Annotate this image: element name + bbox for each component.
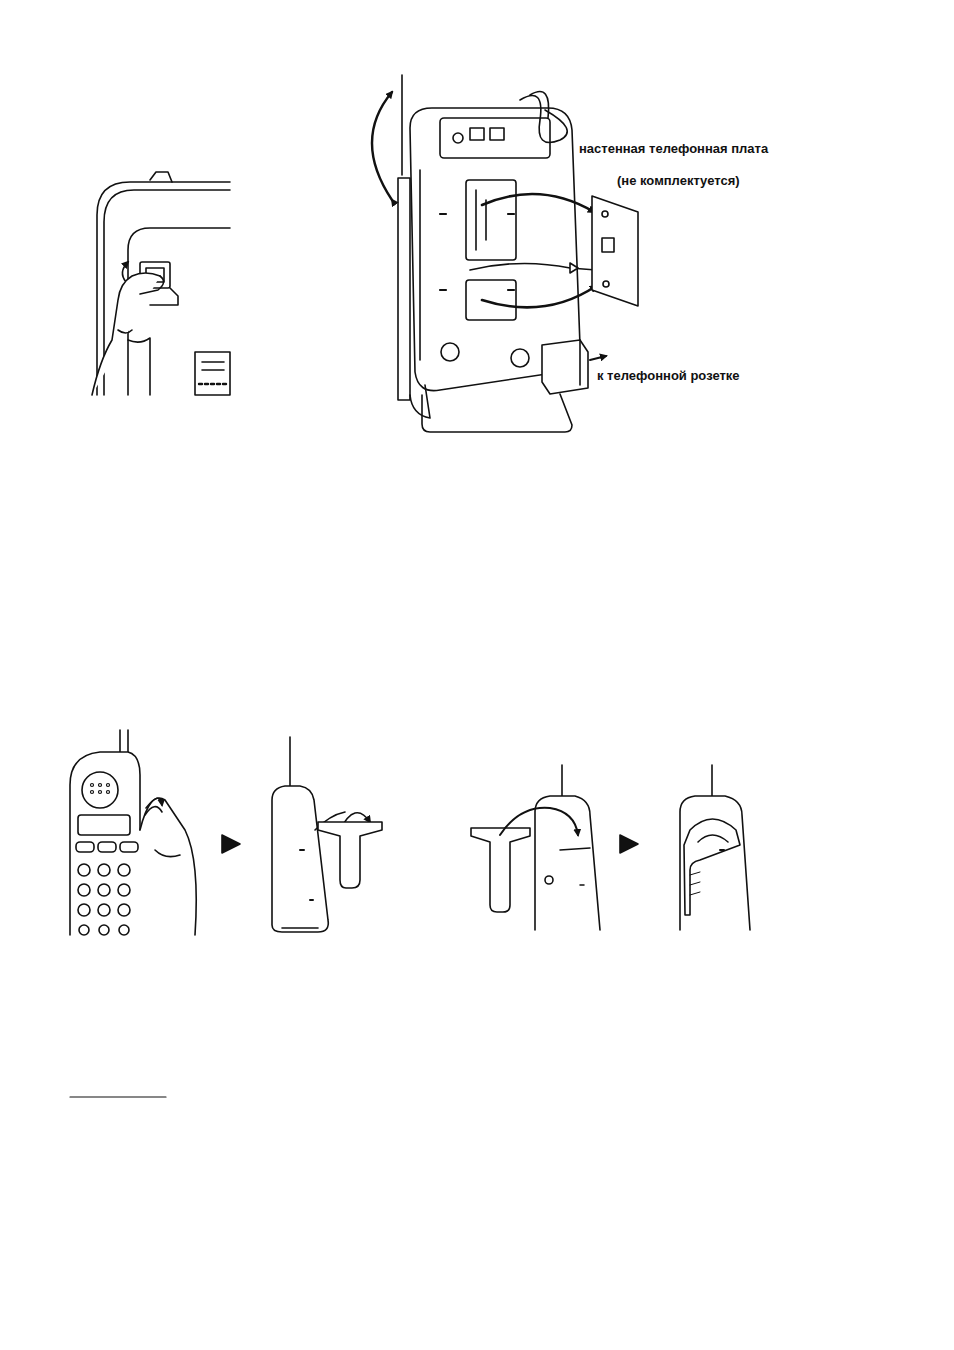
callout-label: к телефонной розетке [595,368,742,384]
callout-label: настенная телефонная плата [577,141,770,157]
callout-label: (не комплектуется) [615,173,742,189]
